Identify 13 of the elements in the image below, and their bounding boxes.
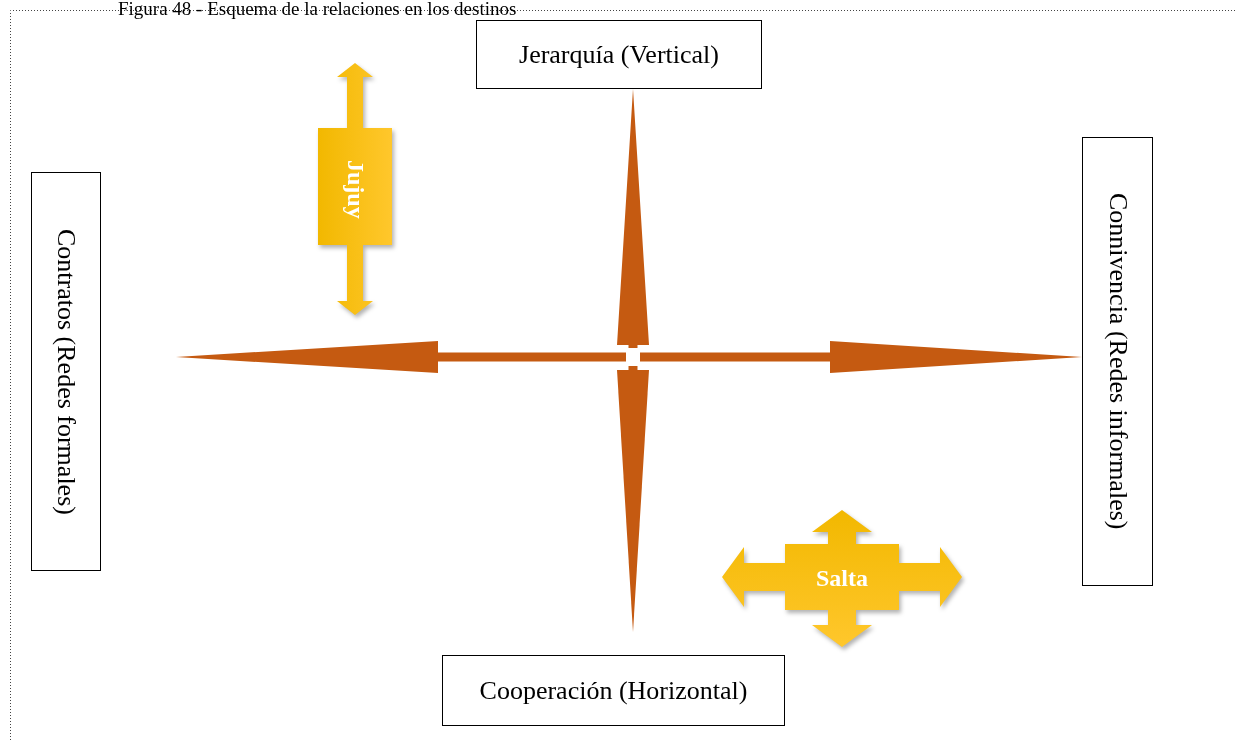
box-label: Jerarquía (Vertical)	[519, 39, 719, 70]
double-arrow-callout	[318, 63, 392, 315]
box-label: Cooperación (Horizontal)	[479, 675, 748, 706]
four-way-arrow-callout	[722, 510, 962, 647]
label-box	[442, 655, 785, 726]
figure-title: Figura 48 - Esquema de la relaciones en los destinos	[118, 0, 517, 20]
label-box	[476, 20, 762, 89]
callout-label: Salta	[816, 565, 868, 592]
box-label: Connivencia (Redes informales)	[1102, 193, 1133, 530]
label-box	[31, 172, 101, 571]
callout-label: Jujuy	[341, 159, 369, 219]
label-box	[1082, 137, 1153, 586]
box-label: Contratos (Redes formales)	[51, 228, 81, 515]
